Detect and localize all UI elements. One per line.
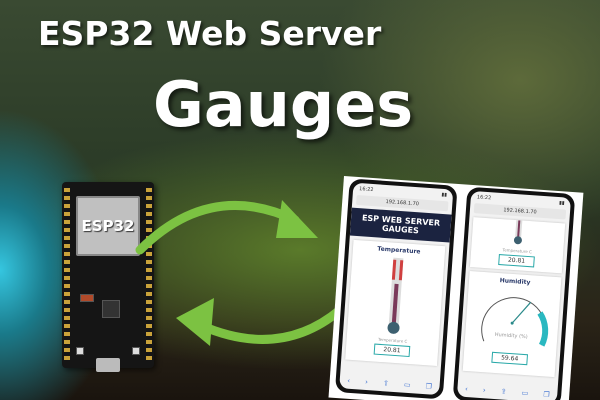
page-header: ESP WEB SERVER GAUGES <box>349 207 452 243</box>
humidity-label: Humidity (%) <box>495 332 528 340</box>
status-time: 16:22 <box>358 186 374 194</box>
arrow-right-head <box>276 200 318 238</box>
arrow-left-head <box>176 298 214 346</box>
title-line1: ESP32 Web Server <box>38 14 382 53</box>
phone-left: 16:22▮▮ 192.168.1.70 ESP WEB SERVER GAUG… <box>334 178 458 400</box>
temperature-card: Temperature Temperature C 20.81 <box>345 239 446 366</box>
thermometer-gauge <box>387 257 404 334</box>
esp32-board-image: ESP32 <box>62 182 154 372</box>
temperature-value: 20.81 <box>374 343 410 357</box>
thermometer-gauge <box>513 220 523 245</box>
esp32-module: ESP32 <box>76 196 140 256</box>
arrow-right-icon <box>135 200 300 255</box>
humidity-card: Humidity Humidity (%) 59.64 <box>462 270 562 378</box>
humidity-value: 59.64 <box>491 351 528 366</box>
board-label: ESP32 <box>81 217 135 235</box>
temperature-card: Temperature C 20.81 <box>469 217 566 274</box>
phones-screenshot: 16:22▮▮ 192.168.1.70 ESP WEB SERVER GAUG… <box>328 176 584 400</box>
status-time: 16:22 <box>476 194 492 202</box>
arrow-left-icon <box>195 305 345 344</box>
temperature-value: 20.81 <box>498 254 535 268</box>
phone-right: 16:22▮▮ 192.168.1.70 Temperature C 20.81… <box>452 186 576 400</box>
title-line2: Gauges <box>153 68 414 141</box>
humidity-dial-gauge: Humidity (%) <box>481 297 549 347</box>
